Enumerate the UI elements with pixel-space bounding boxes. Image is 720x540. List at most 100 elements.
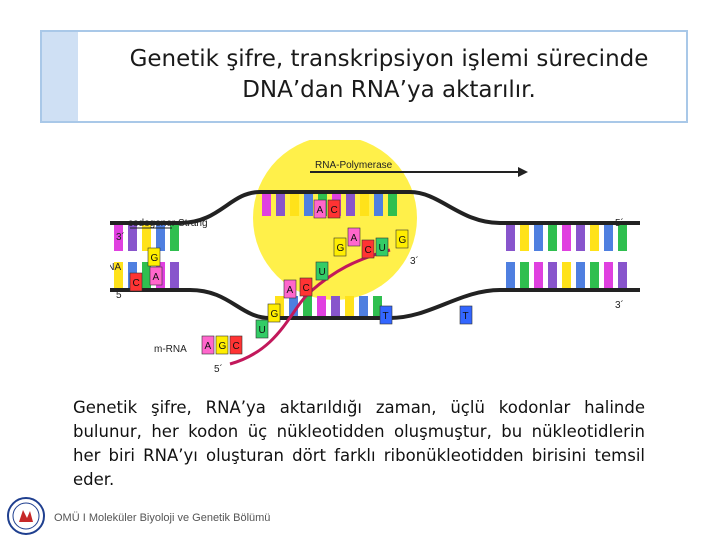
title-box: Genetik şifre, transkripsiyon işlemi sür… — [40, 30, 688, 123]
left-bottom-tooth — [142, 262, 151, 288]
svg-text:G: G — [219, 341, 227, 352]
base-template-3: U — [375, 237, 389, 257]
svg-text:U: U — [259, 325, 266, 336]
base-top-1: C — [327, 199, 341, 219]
svg-text:C: C — [233, 341, 240, 352]
left-top-tooth — [156, 225, 165, 251]
label-3-prime-right: 3´ — [615, 299, 624, 311]
bubble-bottom-tooth — [303, 296, 312, 316]
svg-text:U: U — [379, 243, 386, 254]
svg-text:C: C — [133, 278, 140, 289]
left-top-tooth — [170, 225, 179, 251]
base-mrna-2: C — [229, 335, 243, 355]
bubble-top-tooth — [388, 194, 397, 216]
label-5-prime-mrna: 5´ — [214, 363, 223, 375]
right-bottom-tooth — [562, 262, 571, 288]
right-bottom-tooth — [618, 262, 627, 288]
right-top-tooth — [548, 225, 557, 251]
label-dna: DNA — [110, 262, 121, 273]
bubble-bottom-tooth — [359, 296, 368, 316]
base-template-2: C — [361, 239, 375, 259]
label-3-prime-center: 3´ — [410, 255, 419, 267]
label-codogenic-strand: codogener Strang — [128, 218, 208, 229]
diagram-labels: RNA-Polymerase codogener Strang DNA m-RN… — [110, 160, 624, 375]
bubble-top-tooth — [290, 194, 299, 216]
right-top-tooth — [562, 225, 571, 251]
right-bottom-tooth — [534, 262, 543, 288]
svg-text:C: C — [331, 205, 338, 216]
bubble-bottom-tooth — [317, 296, 326, 316]
right-top-tooth — [618, 225, 627, 251]
base-bottom-right-0: T — [379, 305, 393, 325]
base-rna-2: C — [299, 277, 313, 297]
polymerase-arrow-head-icon — [518, 167, 528, 177]
base-mrna-1: G — [215, 335, 229, 355]
left-top-tooth — [114, 225, 123, 251]
svg-text:T: T — [383, 311, 389, 322]
right-bottom-tooth — [506, 262, 515, 288]
label-rna-polymerase: RNA-Polymerase — [315, 160, 393, 171]
base-template-1: A — [347, 227, 361, 247]
base-rna-0: U — [315, 261, 329, 281]
right-top-tooth — [520, 225, 529, 251]
svg-text:U: U — [319, 267, 326, 278]
svg-text:C: C — [303, 283, 310, 294]
slide-title-line-2: DNA’dan RNA’ya aktarılır. — [242, 77, 536, 103]
label-3-prime-left: 3´ — [116, 231, 125, 243]
label-5-prime-left: 5´ — [116, 289, 125, 301]
svg-text:A: A — [205, 341, 212, 352]
slide-title: Genetik şifre, transkripsiyon işlemi sür… — [102, 44, 676, 106]
university-logo-icon — [7, 497, 45, 535]
footer: OMÜ I Moleküler Biyoloji ve Genetik Bölü… — [6, 496, 346, 536]
right-bottom-tooth — [590, 262, 599, 288]
base-left-1: A — [149, 266, 163, 286]
footer-department: OMÜ I Moleküler Biyoloji ve Genetik Bölü… — [54, 512, 271, 524]
bubble-bottom-tooth — [373, 296, 382, 316]
bubble-top-tooth — [360, 194, 369, 216]
bubble-bottom-tooth — [289, 296, 298, 316]
svg-text:T: T — [463, 311, 469, 322]
svg-text:A: A — [317, 205, 324, 216]
svg-text:C: C — [365, 245, 372, 256]
bubble-top-tooth — [346, 194, 355, 216]
svg-text:A: A — [153, 272, 160, 283]
svg-text:G: G — [271, 309, 279, 320]
base-template-0: G — [333, 237, 347, 257]
right-top-tooth — [604, 225, 613, 251]
label-5-prime-right: 5´ — [615, 217, 624, 229]
base-rna-3: G — [267, 303, 281, 323]
right-bottom-tooth — [604, 262, 613, 288]
label-mrna: m-RNA — [154, 344, 187, 355]
left-top-tooth — [128, 225, 137, 251]
base-left-2: C — [129, 272, 143, 292]
right-top-tooth — [590, 225, 599, 251]
base-top-0: A — [313, 199, 327, 219]
base-rna-1: A — [283, 279, 297, 299]
left-top-tooth — [142, 225, 151, 251]
right-top-tooth — [534, 225, 543, 251]
rna-polymerase-blob — [253, 140, 417, 300]
bubble-top-tooth — [374, 194, 383, 216]
bubble-bottom-tooth — [331, 296, 340, 316]
left-bottom-tooth — [114, 262, 123, 288]
svg-text:A: A — [287, 285, 294, 296]
coding-strand-backbone — [110, 190, 640, 225]
svg-text:G: G — [337, 243, 345, 254]
right-top-tooth — [506, 225, 515, 251]
base-template-4: G — [395, 229, 409, 249]
bubble-bottom-tooth — [345, 296, 354, 316]
right-bottom-tooth — [520, 262, 529, 288]
base-mrna-0: A — [201, 335, 215, 355]
slide-title-line-1: Genetik şifre, transkripsiyon işlemi sür… — [129, 46, 649, 72]
bubble-top-tooth — [276, 194, 285, 216]
base-bottom-right-1: T — [459, 305, 473, 325]
base-left-0: G — [147, 247, 161, 267]
bubble-top-tooth — [304, 194, 313, 216]
base-rna-4: U — [255, 319, 269, 339]
left-bottom-tooth — [170, 262, 179, 288]
svg-text:G: G — [399, 235, 407, 246]
right-bottom-tooth — [548, 262, 557, 288]
svg-text:A: A — [351, 233, 358, 244]
